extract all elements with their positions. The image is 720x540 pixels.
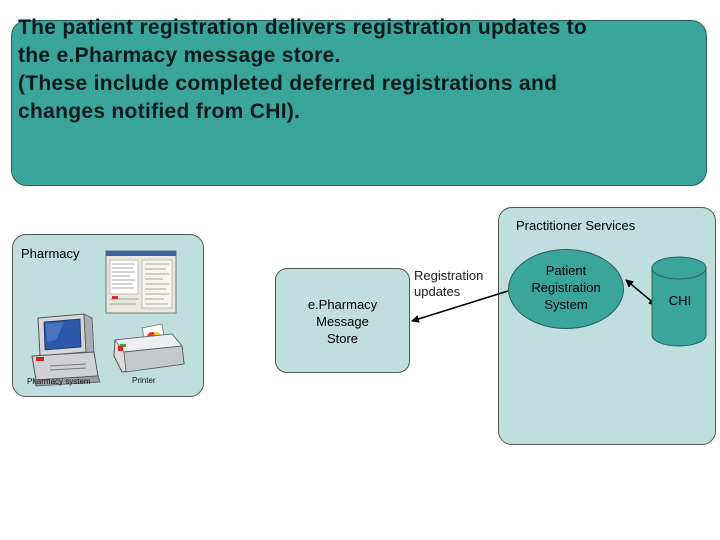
store-line-2: Message: [316, 314, 369, 329]
chi-label: CHI: [668, 293, 692, 308]
computer-icon: [31, 313, 101, 387]
chi-database-icon: [651, 256, 707, 347]
registration-updates-arrow: [411, 290, 509, 323]
printer-icon: [113, 323, 185, 373]
pharmacy-label: Pharmacy: [21, 246, 80, 261]
banner-line-1: The patient registration delivers regist…: [18, 16, 588, 39]
registration-updates-label: Registration updates: [414, 268, 483, 300]
printer-caption: Printer: [132, 376, 156, 385]
banner-line-3: (These include completed deferred regist…: [18, 72, 558, 95]
banner: [11, 20, 707, 186]
banner-line-4: changes notified from CHI).: [18, 100, 301, 123]
prs-line-3: System: [544, 297, 588, 312]
patient-registration-system-ellipse: [508, 249, 624, 329]
prs-chi-arrow: [625, 279, 657, 306]
registration-updates-line-2: updates: [414, 284, 461, 299]
epharmacy-message-store-label: e.Pharmacy Message Store: [275, 296, 410, 347]
registration-updates-line-1: Registration: [414, 268, 484, 283]
store-line-1: e.Pharmacy: [307, 297, 378, 312]
prs-line-1: Patient: [545, 263, 587, 278]
prs-line-2: Registration: [531, 280, 601, 295]
epharmacy-message-store-box: [275, 268, 410, 373]
store-line-3: Store: [326, 331, 359, 346]
banner-line-2: the e.Pharmacy message store.: [18, 44, 341, 67]
practitioner-services-label: Practitioner Services: [516, 218, 636, 233]
banner-text: The patient registration delivers regist…: [18, 14, 678, 126]
screen-thumbnail: [105, 250, 177, 314]
pharmacy-system-caption: Pharmacy system: [27, 377, 91, 386]
patient-registration-system-label: Patient Registration System: [508, 262, 624, 313]
